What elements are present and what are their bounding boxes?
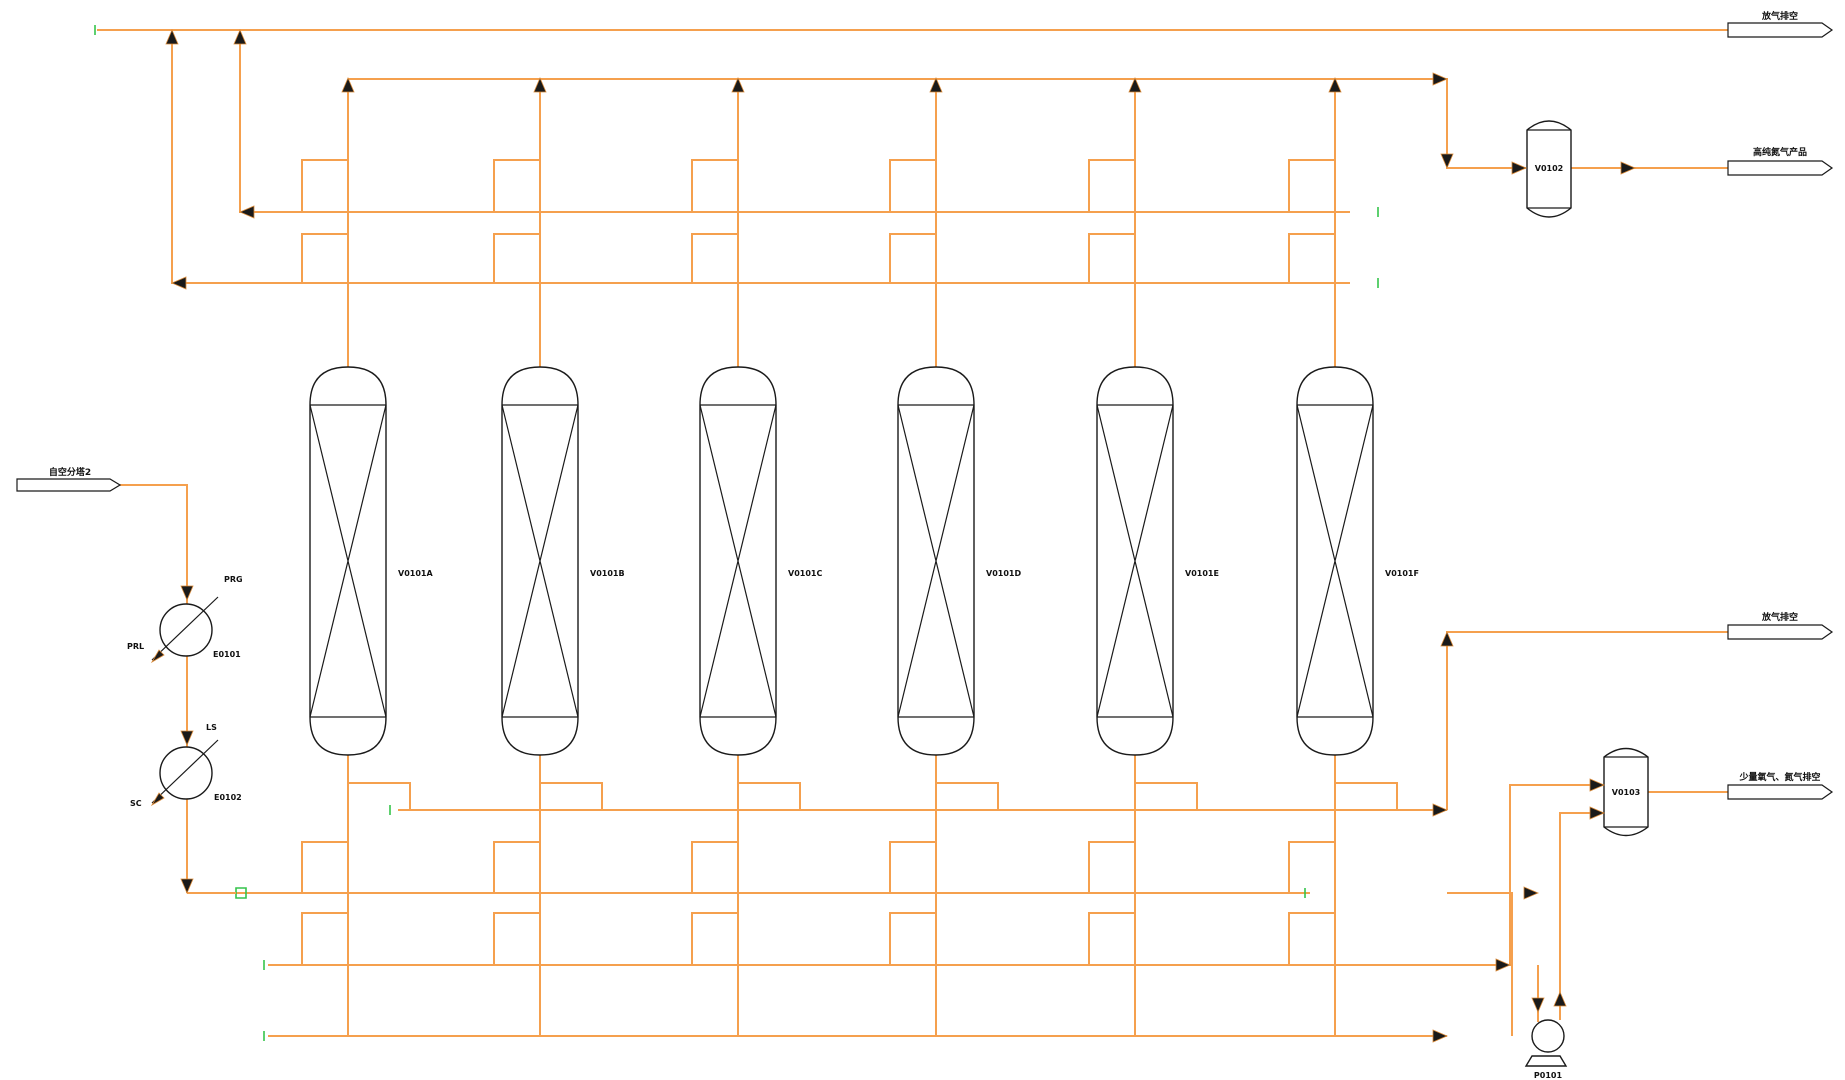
flow-arrow bbox=[180, 730, 194, 747]
adsorber-column: V0101D bbox=[889, 79, 1021, 1036]
product-header bbox=[348, 78, 1728, 169]
flow-arrow bbox=[1432, 1029, 1449, 1043]
stream-bottom-out: 少量氧气、氮气排空 bbox=[1738, 771, 1820, 783]
mid-vent-line bbox=[1446, 631, 1728, 810]
e0102-tag: E0102 bbox=[214, 793, 242, 802]
flow-arrow bbox=[1531, 997, 1545, 1014]
flow-arrow bbox=[1432, 803, 1449, 817]
flow-arrow bbox=[1523, 886, 1540, 900]
flow-arrow bbox=[929, 76, 943, 93]
flow-arrow bbox=[1440, 630, 1454, 647]
flow-arrow bbox=[233, 28, 247, 45]
flow-arrow bbox=[165, 28, 179, 45]
stream-vent-top: 放气排空 bbox=[1761, 10, 1798, 22]
adsorber-tag: V0101A bbox=[398, 569, 433, 578]
adsorber-column: V0101F bbox=[1288, 79, 1419, 1036]
e0102-out: SC bbox=[130, 799, 142, 808]
adsorber-column: V0101A bbox=[301, 79, 433, 1036]
adsorber-column: V0101B bbox=[493, 79, 625, 1036]
flow-arrow bbox=[1328, 76, 1342, 93]
flow-arrow bbox=[533, 76, 547, 93]
e0101-tag: E0101 bbox=[213, 650, 241, 659]
flow-arrow bbox=[1128, 76, 1142, 93]
flow-arrow bbox=[731, 76, 745, 93]
adsorber-tag: V0101D bbox=[986, 569, 1021, 578]
flow-arrow bbox=[1589, 778, 1606, 792]
flow-arrow bbox=[180, 878, 194, 895]
stream-feed: 自空分塔2 bbox=[49, 466, 91, 478]
flow-arrow bbox=[1511, 161, 1528, 175]
flow-arrow bbox=[341, 76, 355, 93]
flow-arrow bbox=[238, 205, 255, 219]
adsorber-tag: V0101E bbox=[1185, 569, 1219, 578]
stream-flag-feed: 自空分塔2 bbox=[16, 466, 122, 492]
vessel-tag-v0102: V0102 bbox=[1535, 164, 1563, 173]
exchanger-e0101: PRG PRL E0101 bbox=[127, 575, 243, 664]
separator-system: V0103 bbox=[1447, 747, 1728, 1036]
stream-product: 高纯氮气产品 bbox=[1753, 146, 1807, 158]
flow-arrow bbox=[1553, 990, 1567, 1007]
stream-flag-bottom-out: 少量氧气、氮气排空 bbox=[1727, 771, 1834, 800]
adsorber-tag: V0101F bbox=[1385, 569, 1419, 578]
product-buffer-vessel: V0102 bbox=[1526, 120, 1572, 218]
flow-arrows bbox=[165, 28, 1637, 1043]
top-vent-header bbox=[94, 25, 1728, 284]
adsorber-column: V0101C bbox=[691, 79, 822, 1036]
flow-arrow bbox=[1440, 153, 1454, 170]
flow-arrow bbox=[1589, 806, 1606, 820]
vessel-tag-v0103: V0103 bbox=[1612, 788, 1640, 797]
adsorber-tag: V0101B bbox=[590, 569, 625, 578]
e0101-in: PRG bbox=[224, 575, 243, 584]
flow-arrow bbox=[170, 276, 187, 290]
flow-arrow bbox=[180, 585, 194, 602]
e0101-out: PRL bbox=[127, 642, 144, 651]
flow-arrow bbox=[1495, 958, 1512, 972]
feed-train bbox=[120, 484, 236, 894]
stream-vent-mid: 放气排空 bbox=[1761, 611, 1798, 623]
adsorber-tag: V0101C bbox=[788, 569, 822, 578]
adsorber-column: V0101E bbox=[1088, 79, 1219, 1036]
stream-flag-product: 高纯氮气产品 bbox=[1727, 146, 1834, 176]
stream-flag-vent-top: 放气排空 bbox=[1727, 10, 1834, 38]
e0102-in: LS bbox=[206, 723, 217, 732]
stream-flag-vent-mid: 放气排空 bbox=[1727, 611, 1834, 640]
lower-headers bbox=[187, 805, 1510, 1041]
flow-arrow bbox=[1620, 161, 1637, 175]
flow-arrow bbox=[1432, 72, 1449, 86]
pump-tag: P0101 bbox=[1534, 1071, 1563, 1080]
exchanger-e0102: LS SC E0102 bbox=[130, 723, 242, 808]
